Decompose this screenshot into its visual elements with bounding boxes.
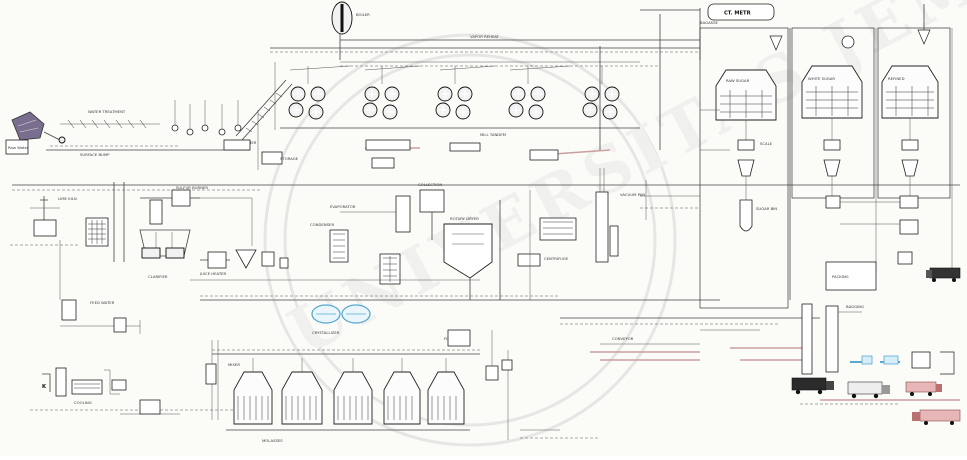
truck-right: [926, 267, 961, 282]
sugar-silo-3: REFINED: [881, 4, 939, 119]
cane-carrier: CANE CARRIER: [228, 79, 293, 145]
steam-drum-label: BOILER: [356, 12, 370, 17]
bagging-label: BAGGING: [846, 304, 864, 309]
ct-meter: CT. METR: [707, 3, 775, 21]
conveyor-label: CONVEYOR: [612, 336, 634, 341]
lower-left-area: FEED WATER K COOLING: [30, 299, 260, 415]
mixer-tank-2: [281, 358, 323, 425]
vapor-reheat-label: VAPOR REHEAT: [470, 34, 500, 39]
mill-unit-4: [508, 86, 546, 120]
mixer-tank-4: [383, 358, 421, 425]
collection-label: COLLECTION: [418, 182, 442, 187]
cooling-tower-label: COOLING: [74, 400, 92, 405]
juice-heater-label: JUICE HEATER: [199, 271, 227, 276]
truck-1: [791, 377, 834, 395]
crystallizer-label: CRYSTALLIZER: [312, 330, 340, 335]
scale-label: SCALE: [760, 141, 773, 146]
mixer-label: MIXER: [228, 362, 240, 367]
mill-unit-5: [582, 86, 620, 120]
water-treatment-label: WATER TREATMENT: [88, 109, 126, 114]
storage-label: STORAGE: [280, 156, 299, 161]
truck-2: [847, 381, 890, 399]
mill-unit-2: [362, 86, 400, 120]
molasses-label: MOLASSES: [262, 438, 283, 443]
loading-area: [791, 351, 961, 425]
centrifuge-label: CENTRIFUGE: [544, 256, 569, 261]
evaporator-label: EVAPORATOR: [330, 204, 356, 209]
center-process-area: COLLECTION EVAPORATOR CONDENSER ROTARY D…: [190, 168, 720, 301]
crystallizer-tanks: CRYSTALLIZER: [311, 304, 371, 335]
sugar-storage-area: RAW SUGAR WHITE SUGAR REFINED SCALE: [699, 4, 961, 375]
sulfur-burner-label: SULFUR BURNER: [176, 185, 208, 190]
ct-meter-label: CT. METR: [724, 11, 751, 17]
header-piping: [257, 8, 701, 170]
raw-water-label: Raw Water: [8, 145, 29, 150]
rotary-dryer-label: ROTARY DRYER: [450, 216, 479, 221]
lime-kiln-label: LIME KILN: [58, 196, 77, 201]
sugar-silo-2: WHITE SUGAR: [801, 35, 863, 119]
clarifier-label: CLARIFIER: [148, 274, 168, 279]
svg-text:K: K: [42, 384, 47, 390]
feed-water-label: FEED WATER: [90, 300, 115, 305]
left-process-area: LIME KILN CLARIFIER SULFUR BURNER JUICE …: [10, 182, 960, 300]
condenser-label: CONDENSER: [310, 222, 334, 227]
mill-unit-1: [288, 86, 326, 120]
surface-pump-label: SURFACE BUMP: [80, 152, 110, 157]
mill-tandem-label: MILL TANDEM: [480, 132, 506, 137]
truck-3: [905, 381, 942, 396]
watermark: UNIVERSITAS JEMBER: [263, 0, 967, 447]
bagasse-label: BAGASSE: [700, 20, 718, 25]
sugar-bin-label: SUGAR BIN: [756, 206, 777, 211]
sugar-silo-1: RAW SUGAR: [715, 35, 783, 121]
silo-3-label: REFINED: [888, 76, 905, 81]
mill-unit-3: [435, 86, 473, 120]
truck-4: [912, 409, 961, 425]
vacuum-pan-label: VACUUM PAN: [620, 192, 645, 197]
silo-1-label: RAW SUGAR: [726, 78, 750, 83]
packing-label: PACKING: [832, 274, 849, 279]
mixer-tank-1: [233, 358, 273, 425]
mixer-tank-5: [427, 358, 465, 425]
bottom-tank-row: MIXER MOLASSES FILTER: [205, 329, 600, 443]
sugar-conveyor: CONVEYOR: [560, 317, 820, 361]
steam-drum: BOILER: [331, 1, 370, 35]
raw-water-intake: Raw Water SURFACE BUMP WATER TREATMENT: [5, 100, 251, 157]
mixer-tank-3: [333, 358, 373, 425]
mill-tandem: MILL TANDEM: [261, 65, 640, 169]
misc-labels: VAPOR REHEAT STORAGE BAGASSE: [280, 20, 718, 161]
silo-2-label: WHITE SUGAR: [808, 76, 835, 81]
